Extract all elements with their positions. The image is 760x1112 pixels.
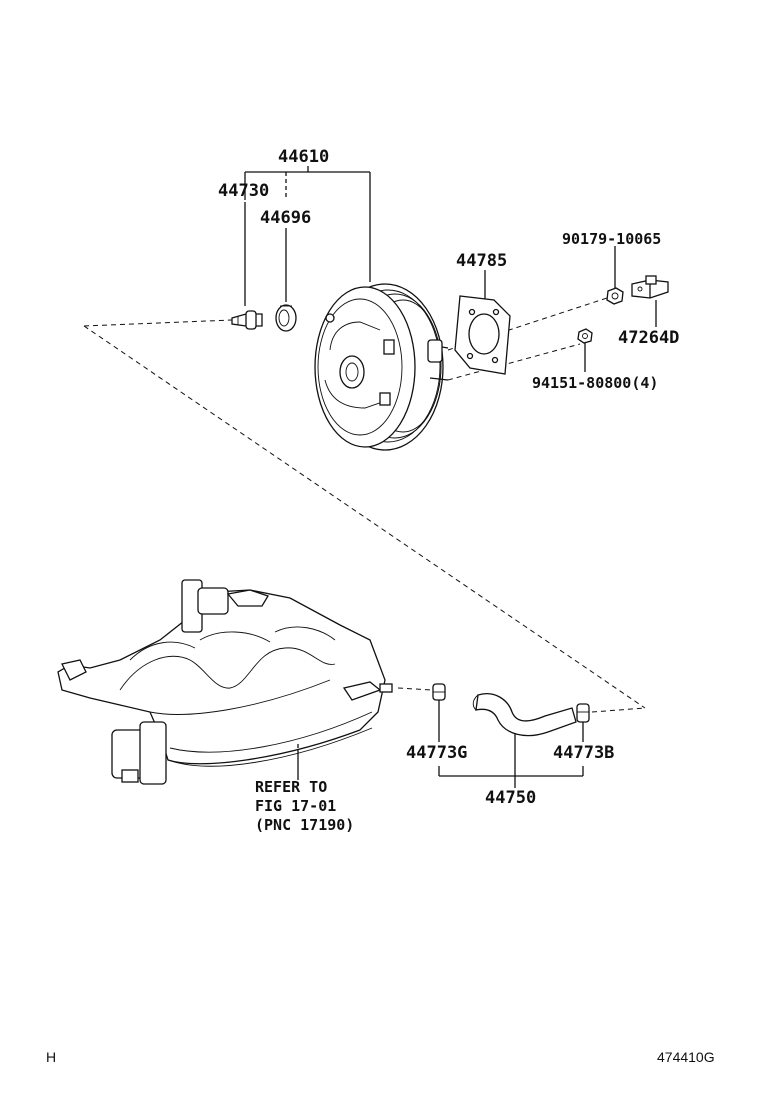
check-valve-44730 — [231, 310, 263, 330]
label-44750: 44750 — [485, 788, 536, 808]
brake-booster-44610 — [314, 283, 449, 451]
label-44696: 44696 — [260, 208, 311, 228]
label-44785: 44785 — [456, 251, 507, 271]
gasket-44785 — [454, 295, 511, 375]
label-90179-10065: 90179-10065 — [562, 230, 661, 248]
label-44730: 44730 — [218, 181, 269, 201]
label-94151-80800: 94151-80800(4) — [532, 374, 658, 392]
footer-figure-id: 474410G — [657, 1049, 715, 1065]
nut-94151-80800 — [577, 328, 593, 344]
vacuum-hose-44750 — [472, 693, 577, 737]
clip-44773G — [432, 683, 446, 701]
bracket-47264D — [631, 275, 669, 299]
footer-left-code: H — [46, 1049, 56, 1065]
intake-manifold — [57, 579, 393, 785]
nut-90179-10065 — [606, 287, 624, 305]
label-47264D: 47264D — [618, 328, 679, 348]
label-44773B: 44773B — [553, 743, 614, 763]
refer-fig-label: FIG 17-01 — [255, 797, 336, 815]
clip-44773B — [576, 703, 590, 723]
label-44773G: 44773G — [406, 743, 467, 763]
leader-lines — [244, 166, 657, 788]
refer-pnc-label: (PNC 17190) — [255, 816, 354, 834]
label-44610: 44610 — [278, 147, 329, 167]
refer-to-label: REFER TO — [255, 778, 327, 796]
grommet-44696 — [275, 304, 297, 332]
